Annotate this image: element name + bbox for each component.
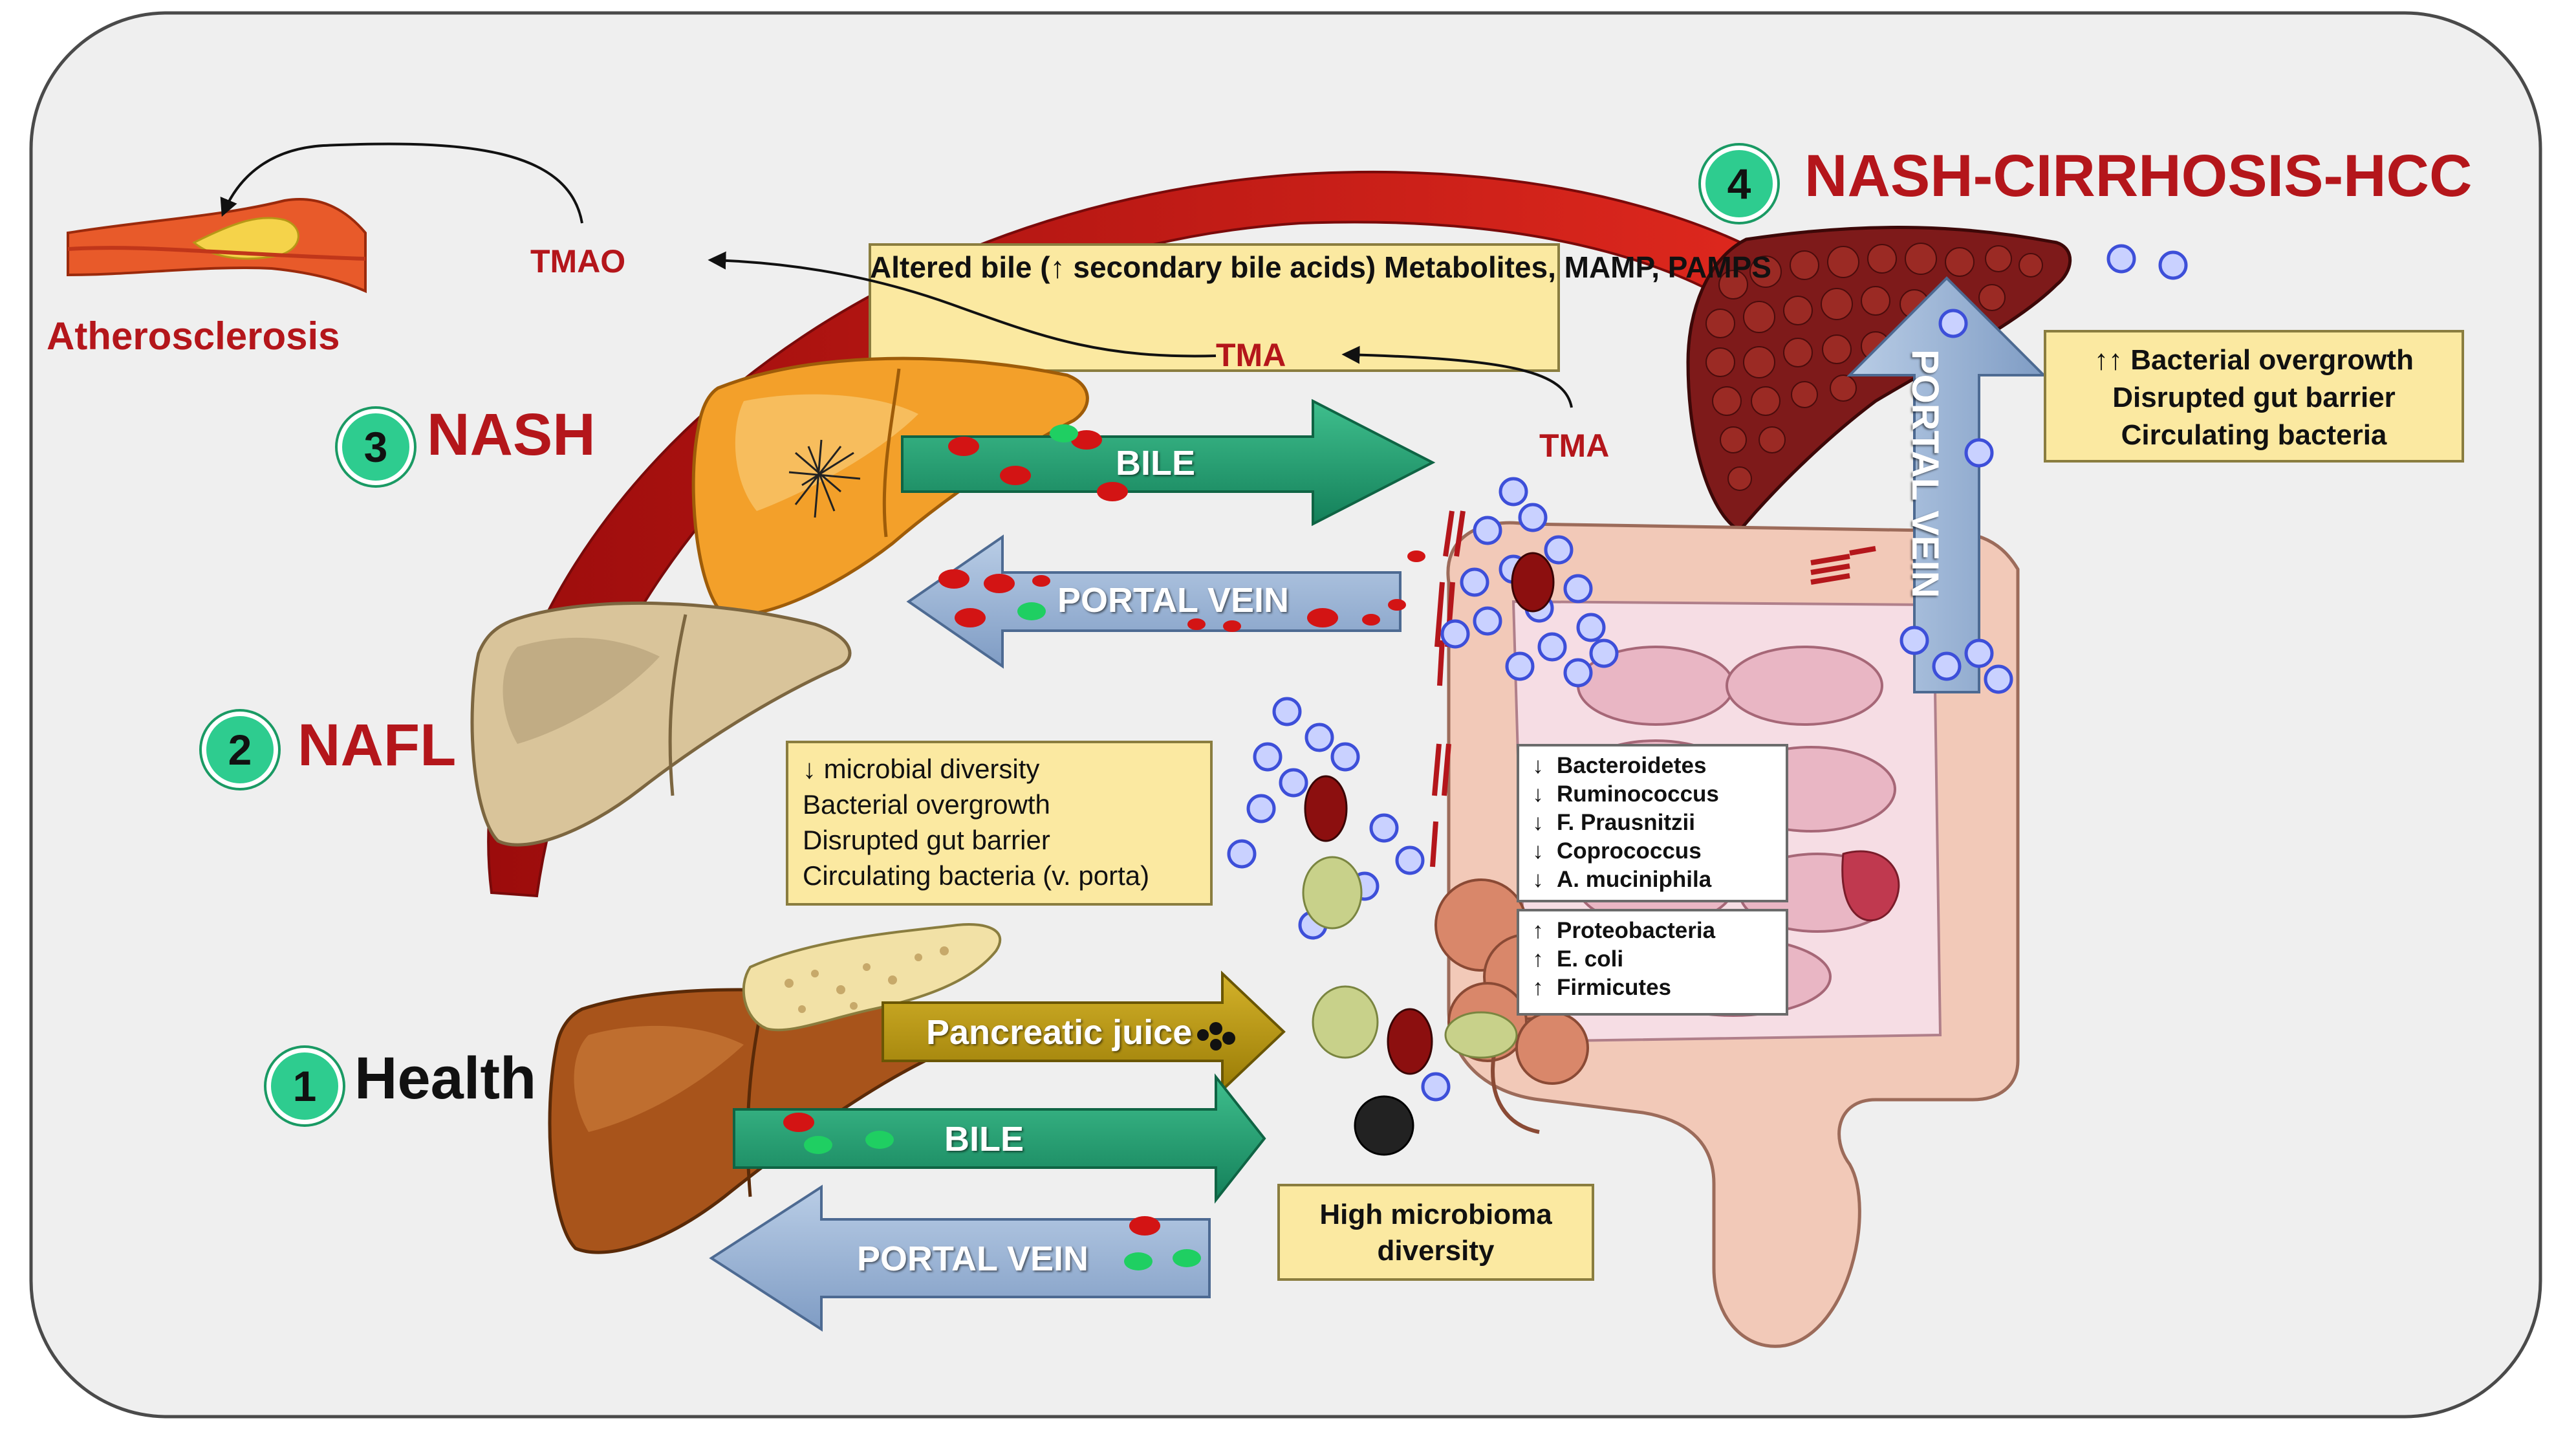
pathogens xyxy=(1302,552,1555,1156)
nafl-box: ↓ microbial diversity Bacterial overgrow… xyxy=(786,741,1213,906)
taxa-row: ↑E. coli xyxy=(1532,946,1624,972)
nafl-line-4: Circulating bacteria (v. porta) xyxy=(803,860,1150,891)
stage-badge-2: 2 xyxy=(202,712,278,788)
tma-arrow-right xyxy=(1341,345,1573,408)
bile-arrow-nash-label: BILE xyxy=(1116,444,1196,483)
health-box: High microbioma diversity xyxy=(1277,1184,1594,1281)
portal-arrow-nash-label: PORTAL VEIN xyxy=(1057,581,1290,620)
taxon-name: E. coli xyxy=(1557,946,1624,972)
tma-label-right: TMA xyxy=(1539,428,1610,464)
bile-arrow-health[interactable] xyxy=(733,1073,1266,1204)
altered-bile-box-bg xyxy=(869,243,1560,372)
taxon-name: Coprococcus xyxy=(1557,838,1702,864)
taxon-name: A. muciniphila xyxy=(1557,867,1712,892)
taxa-row: ↓Coprococcus xyxy=(1532,838,1702,864)
stage-badge-4: 4 xyxy=(1701,146,1777,222)
taxon-name: Bacteroidetes xyxy=(1557,753,1707,778)
stage-label-health: Health xyxy=(354,1045,537,1111)
stage-label-nash: NASH xyxy=(427,402,596,468)
cirrhosis-box: ↑↑ Bacterial overgrowth Disrupted gut ba… xyxy=(2044,330,2464,463)
taxa-row: ↓Bacteroidetes xyxy=(1532,753,1707,778)
cirrhosis-line-3: Circulating bacteria xyxy=(2121,419,2387,451)
bile-acid-molecules xyxy=(783,424,1425,1270)
stage-label-cirrhosis: NASH-CIRRHOSIS-HCC xyxy=(1804,143,2473,209)
pancreas xyxy=(742,923,1002,1032)
altered-bile-line-1: Altered bile (↑ secondary bile acids) xyxy=(870,250,1376,284)
bile-arrow-nash[interactable] xyxy=(901,398,1436,527)
taxa-decreased-box: ↓Bacteroidetes ↓Ruminococcus ↓F. Prausni… xyxy=(1517,744,1788,902)
taxa-row: ↑Firmicutes xyxy=(1532,975,1671,1000)
portal-arrow-nash[interactable] xyxy=(906,534,1402,669)
taxa-row: ↓A. muciniphila xyxy=(1532,867,1712,892)
gut-barrier-breaks xyxy=(1430,510,1876,867)
health-line-1: High microbioma xyxy=(1319,1199,1552,1230)
stage-label-nafl: NAFL xyxy=(298,712,457,778)
taxa-row: ↑Proteobacteria xyxy=(1532,918,1716,943)
atherosclerosis-label: Atherosclerosis xyxy=(47,314,340,358)
cirrhosis-line-1: ↑↑ Bacterial overgrowth xyxy=(2094,344,2414,376)
nafl-line-2: Bacterial overgrowth xyxy=(803,789,1050,820)
stage-badge-3: 3 xyxy=(338,409,414,485)
bacteria-cluster xyxy=(1227,244,2188,1102)
tma-to-tmao-arrow xyxy=(708,251,1217,358)
artery-illustration xyxy=(67,198,367,294)
portal-arrow-health[interactable] xyxy=(709,1184,1211,1332)
tmao-label: TMAO xyxy=(530,243,626,279)
tmao-to-artery-arrow xyxy=(220,142,583,224)
taxon-name: F. Prausnitzii xyxy=(1557,810,1695,835)
stage-badge-1: 1 xyxy=(266,1048,343,1124)
taxa-row: ↓Ruminococcus xyxy=(1532,781,1719,807)
taxon-name: Firmicutes xyxy=(1557,975,1671,1000)
taxon-name: Proteobacteria xyxy=(1557,918,1716,943)
altered-bile-box: Altered bile (↑ secondary bile acids) Me… xyxy=(870,249,1771,285)
taxa-row: ↓F. Prausnitzii xyxy=(1532,810,1695,835)
nafl-line-1: ↓ microbial diversity xyxy=(803,754,1040,784)
nash-liver xyxy=(691,356,1089,617)
taxa-increased-box: ↑Proteobacteria ↑E. coli ↑Firmicutes xyxy=(1517,909,1788,1016)
nafl-line-3: Disrupted gut barrier xyxy=(803,825,1050,855)
pancreatic-arrow[interactable] xyxy=(882,970,1286,1093)
altered-bile-line-2: Metabolites, MAMP, PAMPS xyxy=(1384,250,1771,284)
taxon-name: Ruminococcus xyxy=(1557,781,1719,807)
bile-arrow-health-label: BILE xyxy=(944,1120,1024,1159)
health-line-2: diversity xyxy=(1377,1235,1495,1267)
portal-arrow-vertical-label: PORTAL VEIN xyxy=(1904,349,1946,598)
nafl-liver xyxy=(470,601,852,847)
portal-arrow-health-label: PORTAL VEIN xyxy=(857,1239,1089,1278)
cirrhosis-line-2: Disrupted gut barrier xyxy=(2112,382,2396,413)
pancreatic-arrow-label: Pancreatic juice xyxy=(926,1013,1193,1052)
tma-label-top: TMA xyxy=(1216,337,1286,373)
